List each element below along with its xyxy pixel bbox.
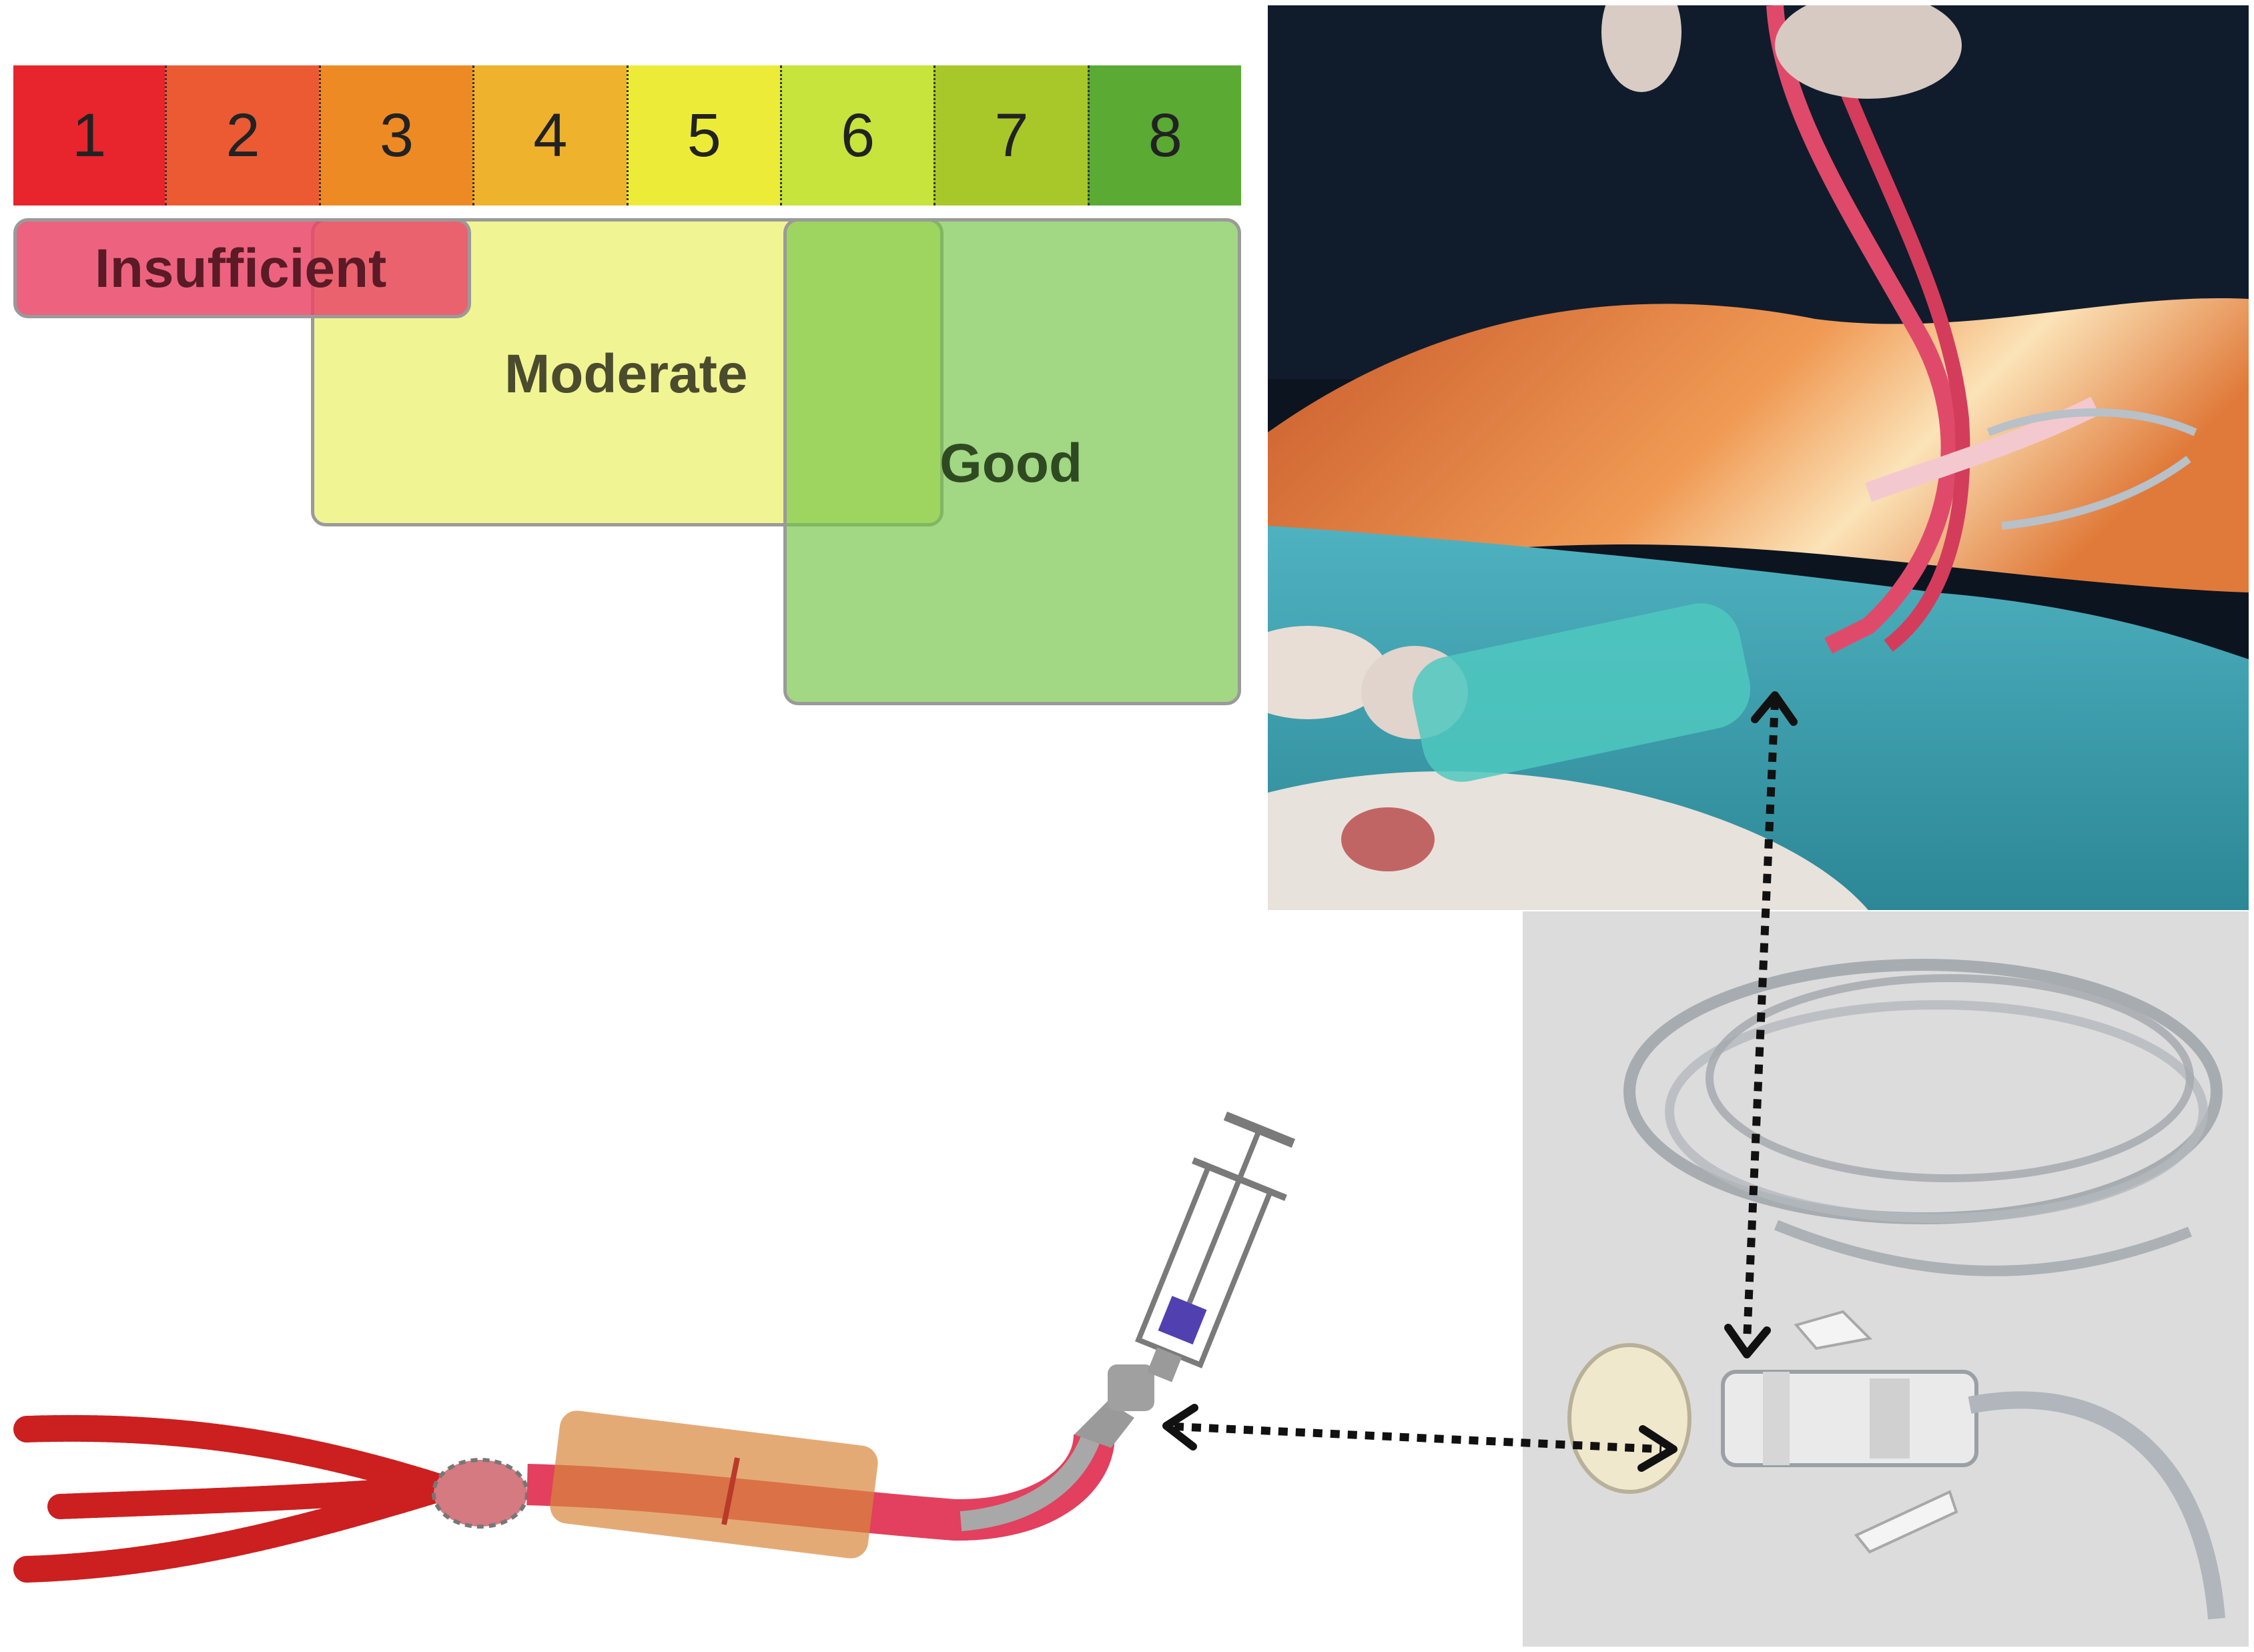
score-scale: 1 2 3 4 5 6 7 8	[13, 65, 1241, 205]
range-label-good: Good	[940, 433, 1083, 494]
score-cell-7: 7	[933, 65, 1088, 205]
curved-tube	[1968, 1391, 2225, 1620]
catheter	[960, 1424, 1104, 1531]
range-label-moderate: Moderate	[504, 344, 748, 404]
vessel-branches	[13, 1414, 450, 1583]
range-label-insufficient: Insufficient	[95, 238, 387, 299]
score-cell-3: 3	[318, 65, 473, 205]
score-cell-1: 1	[13, 65, 165, 205]
anastomosis	[432, 1458, 529, 1529]
score-cell-8: 8	[1087, 65, 1241, 205]
luer-cap	[1567, 1343, 1692, 1494]
score-cell-4: 4	[472, 65, 627, 205]
score-cell-2: 2	[165, 65, 319, 205]
luer-hub	[1108, 1364, 1154, 1411]
range-insufficient	[13, 218, 471, 318]
arm-skin	[1268, 298, 2249, 592]
glove	[1268, 771, 1868, 910]
range-good	[783, 218, 1241, 705]
vessel-graft	[1766, 5, 1958, 654]
surgery-photo	[1268, 5, 2249, 910]
photo-syringe	[1412, 603, 1751, 782]
graft-cuff	[550, 1410, 878, 1559]
syringe-plunger-head	[1158, 1296, 1207, 1345]
catheter-tip	[1074, 1401, 1134, 1448]
syringe	[1135, 1112, 1296, 1382]
finger	[1268, 626, 1388, 719]
score-cell-6: 6	[779, 65, 934, 205]
device-photo	[1523, 911, 2249, 1647]
luer-connector	[1721, 1370, 1978, 1467]
schematic-illustration	[13, 1112, 1296, 1583]
score-cell-5: 5	[626, 65, 780, 205]
